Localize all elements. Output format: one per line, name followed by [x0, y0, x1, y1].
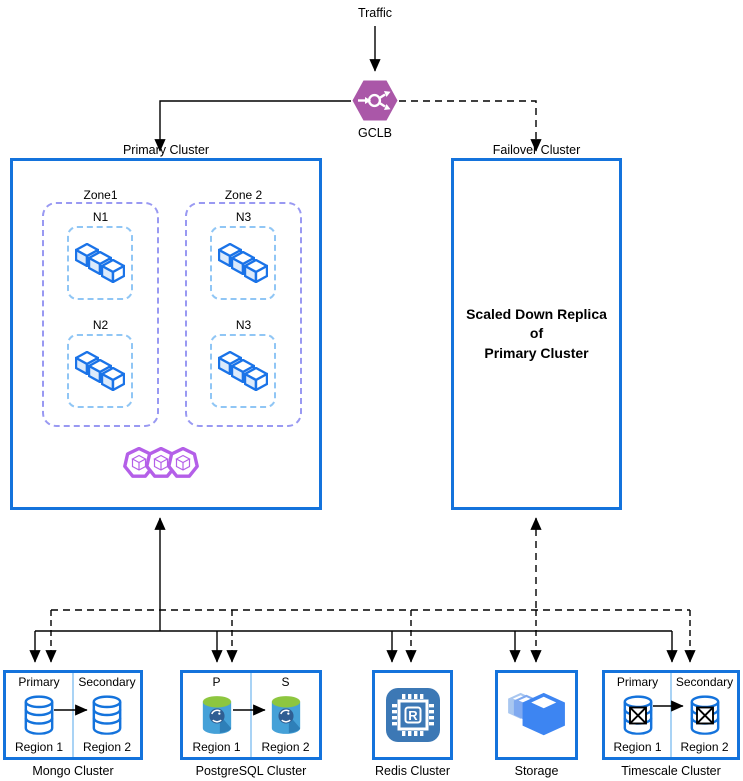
- mongo-region1-label: Region 1: [14, 740, 64, 754]
- container-cubes-icon: [75, 243, 125, 283]
- timescale-primary-region: Primary Region 1: [605, 673, 670, 757]
- postgres-primary-db-icon: [200, 689, 234, 740]
- timescale-cluster-title: Timescale Cluster: [621, 764, 721, 778]
- region-divider: [250, 673, 252, 757]
- container-cubes-icon: [218, 243, 268, 283]
- failover-description: Scaled Down Replica of Primary Cluster: [454, 161, 619, 507]
- timescale-secondary-db-icon: [689, 689, 721, 740]
- gclb-load-balancer-icon: [351, 79, 399, 127]
- postgres-secondary-region: S Region 2: [252, 673, 319, 757]
- failover-cluster-box: Scaled Down Replica of Primary Cluster: [451, 158, 622, 510]
- timescale-region2-label: Region 2: [680, 740, 729, 754]
- timescale-primary-label: Primary: [616, 675, 659, 689]
- node-n3a-box: [210, 226, 276, 300]
- primary-cluster-title: Primary Cluster: [122, 143, 210, 157]
- mongo-secondary-label: Secondary: [78, 675, 136, 689]
- node-n3a-label: N3: [235, 210, 252, 224]
- postgresql-cluster-title: PostgreSQL Cluster: [195, 764, 307, 778]
- node-n1-box: [67, 226, 133, 300]
- timescale-cluster-box: Primary Region 1 Secondary: [602, 670, 740, 760]
- node-n2-label: N2: [92, 318, 109, 332]
- node-n3b-label: N3: [235, 318, 252, 332]
- redis-chip-icon: R: [385, 688, 440, 742]
- svg-text:R: R: [408, 708, 418, 723]
- node-n1-label: N1: [92, 210, 109, 224]
- mongo-region2-label: Region 2: [82, 740, 132, 754]
- zone-2-box: Zone 2 N3 N3: [185, 188, 302, 427]
- kubernetes-heptagons-icon: [123, 447, 199, 485]
- failover-line-2: of: [529, 325, 544, 342]
- timescale-region1-label: Region 1: [613, 740, 662, 754]
- storage-box: [495, 670, 578, 760]
- failover-line-3: Primary Cluster: [484, 344, 589, 361]
- redis-cluster-box: R: [372, 670, 453, 760]
- traffic-label: Traffic: [357, 6, 393, 20]
- postgres-region1-label: Region 1: [192, 740, 241, 754]
- postgres-s-label: S: [281, 675, 290, 689]
- mongo-primary-label: Primary: [18, 675, 60, 689]
- region-divider: [72, 673, 74, 757]
- zone-1-label: Zone1: [83, 188, 118, 202]
- timescale-secondary-region: Secondary Region 2: [672, 673, 737, 757]
- failover-line-1: Scaled Down Replica: [466, 305, 607, 322]
- postgres-secondary-db-icon: [269, 689, 303, 740]
- mongo-primary-db-icon: [23, 689, 55, 740]
- gclb-label: GCLB: [357, 126, 393, 140]
- failover-cluster-title: Failover Cluster: [492, 143, 581, 157]
- primary-cluster-box: Zone1 N1 N2 Zone 2 N3: [10, 158, 322, 510]
- zone-1-box: Zone1 N1 N2: [42, 188, 159, 427]
- postgresql-cluster-box: P Region 1 S: [180, 670, 322, 760]
- postgres-primary-region: P Region 1: [183, 673, 250, 757]
- storage-boxes-icon: [507, 692, 565, 736]
- postgres-p-label: P: [212, 675, 221, 689]
- redis-cluster-title: Redis Cluster: [374, 764, 451, 778]
- storage-title: Storage: [514, 764, 559, 778]
- container-cubes-icon: [75, 351, 125, 391]
- mongo-cluster-box: Primary Region 1 Secondary Region 2: [3, 670, 143, 760]
- container-cubes-icon: [218, 351, 268, 391]
- region-divider: [670, 673, 672, 757]
- timescale-primary-db-icon: [622, 689, 654, 740]
- mongo-cluster-title: Mongo Cluster: [32, 764, 114, 778]
- timescale-secondary-label: Secondary: [675, 675, 734, 689]
- mongo-secondary-db-icon: [91, 689, 123, 740]
- mongo-primary-region: Primary Region 1: [6, 673, 72, 757]
- zone-2-label: Zone 2: [224, 188, 263, 202]
- postgres-region2-label: Region 2: [261, 740, 310, 754]
- node-n2-box: [67, 334, 133, 408]
- node-n3b-box: [210, 334, 276, 408]
- mongo-secondary-region: Secondary Region 2: [74, 673, 140, 757]
